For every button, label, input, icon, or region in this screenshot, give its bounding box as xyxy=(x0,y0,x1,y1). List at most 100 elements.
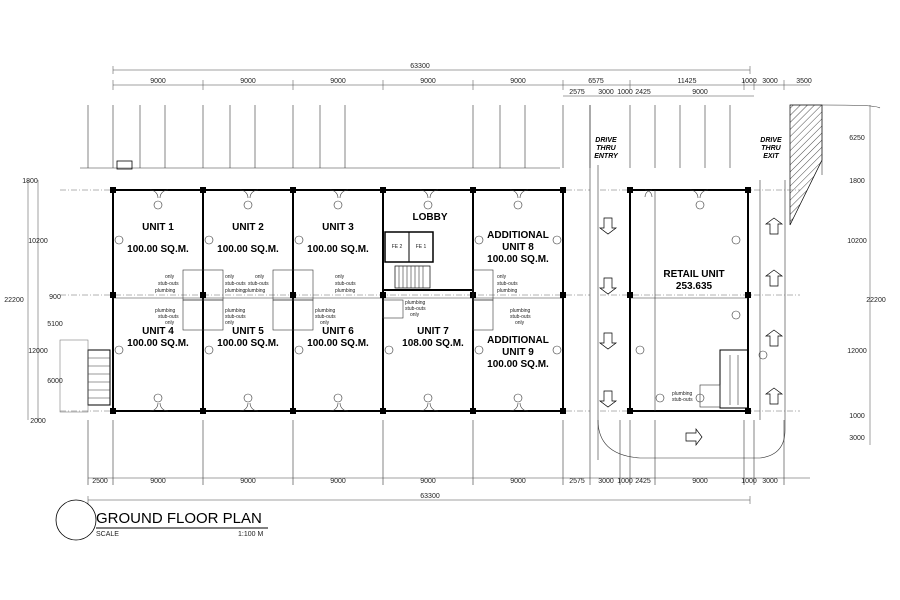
unit-3-area: 100.00 SQ.M. xyxy=(307,244,369,255)
unit-2-name: UNIT 2 xyxy=(232,222,264,233)
dim-right-2: 1800 xyxy=(849,178,865,185)
dim-top-7: 11425 xyxy=(678,78,697,85)
drive-exit-line1: DRIVE xyxy=(760,137,782,144)
fixture-only-8: only xyxy=(320,320,330,326)
unit-9-line2: UNIT 9 xyxy=(502,347,534,358)
dim-right-5: 12000 xyxy=(847,348,867,355)
dim-left-4: 900 xyxy=(49,294,61,301)
dim-overall-bottom: 63300 xyxy=(420,493,440,500)
dim-bottom-8: 3000 xyxy=(598,478,614,485)
unit-7-area: 108.00 SQ.M. xyxy=(402,338,464,349)
scale-label: SCALE xyxy=(96,531,119,538)
fixture-only-9: only xyxy=(410,312,420,318)
fixture-plumbing-5: plumbing xyxy=(497,288,518,294)
dim-left-2: 10200 xyxy=(28,238,48,245)
unit-9-area: 100.00 SQ.M. xyxy=(487,359,549,370)
drive-exit-line3: EXIT xyxy=(763,153,779,160)
unit-8-area: 100.00 SQ.M. xyxy=(487,254,549,265)
unit-labels: UNIT 1 100.00 SQ.M. UNIT 2 100.00 SQ.M. … xyxy=(127,212,549,370)
main-building xyxy=(59,187,590,414)
dim-left-5: 5100 xyxy=(47,321,63,328)
fixture-only-5: only xyxy=(497,274,507,280)
retail-unit-area: 253.635 xyxy=(676,281,713,292)
fixture-stub-2: stub-outs xyxy=(225,281,246,287)
fixture-only-10: only xyxy=(515,320,525,326)
retail-plumbing: plumbing xyxy=(672,391,693,397)
dim-bottom-7: 2575 xyxy=(569,478,585,485)
dim-left-8: 2000 xyxy=(30,418,46,425)
fixture-plumbing-10: plumbing xyxy=(510,308,531,314)
unit-2-area: 100.00 SQ.M. xyxy=(217,244,279,255)
drive-thru-entry-label: DRIVE THRU ENTRY xyxy=(594,137,619,160)
dim-top-sub-2: 3000 xyxy=(598,89,614,96)
scale-value: 1:100 M xyxy=(238,531,263,538)
fixture-stub-1: stub-outs xyxy=(158,281,179,287)
retail-unit-name: RETAIL UNIT xyxy=(663,269,724,280)
dim-bottom-5: 9000 xyxy=(420,478,436,485)
dim-bottom-13: 3000 xyxy=(762,478,778,485)
fire-extinguisher-labels: FE 2 FE 1 xyxy=(392,244,427,250)
unit-4-area: 100.00 SQ.M. xyxy=(127,338,189,349)
retail-stub-outs: stub-outs xyxy=(672,397,693,403)
dim-left-1: 1800 xyxy=(22,178,38,185)
unit-6-name: UNIT 6 xyxy=(322,326,354,337)
dim-bottom-3: 9000 xyxy=(240,478,256,485)
unit-5-name: UNIT 5 xyxy=(232,326,264,337)
fixture-plumbing-2: plumbing xyxy=(225,288,246,294)
fixture-stub-10: stub-outs xyxy=(510,314,531,320)
unit-1-area: 100.00 SQ.M. xyxy=(127,244,189,255)
unit-8-line2: UNIT 8 xyxy=(502,242,534,253)
right-dimensions: 6250 1800 10200 22200 12000 1000 3000 xyxy=(847,105,886,445)
unit-1-name: UNIT 1 xyxy=(142,222,174,233)
fixture-only-6: only xyxy=(165,320,175,326)
dim-left-3: 22200 xyxy=(4,297,24,304)
fixture-only-7: only xyxy=(225,320,235,326)
fixture-only-1: only xyxy=(165,274,175,280)
drive-thru-exit-label: DRIVE THRU EXIT xyxy=(760,137,782,160)
dim-top-1: 9000 xyxy=(150,78,166,85)
fixture-stub-5: stub-outs xyxy=(497,281,518,287)
unit-7-name: UNIT 7 xyxy=(417,326,449,337)
hatched-area xyxy=(789,104,881,226)
section-marker xyxy=(55,499,97,541)
dim-top-sub-5: 9000 xyxy=(692,89,708,96)
unit-5-area: 100.00 SQ.M. xyxy=(217,338,279,349)
fixture-stub-9: stub-outs xyxy=(405,306,426,312)
fixture-labels: only stub-outs plumbing only stub-outs p… xyxy=(155,274,531,326)
unit-9-line1: ADDITIONAL xyxy=(487,335,549,346)
dim-top-8: 1000 xyxy=(741,78,757,85)
drive-entry-line1: DRIVE xyxy=(595,137,617,144)
bottom-dimensions: 2500 9000 9000 9000 9000 9000 2575 3000 … xyxy=(87,420,810,504)
dim-left-6: 12000 xyxy=(28,348,48,355)
dim-right-4: 22200 xyxy=(866,297,886,304)
left-dimensions: 1800 10200 22200 900 5100 12000 6000 200… xyxy=(4,178,63,425)
drive-thru-area xyxy=(589,105,786,460)
fe-2-label: FE 2 xyxy=(392,244,403,250)
title-block: GROUND FLOOR PLAN SCALE 1:100 M xyxy=(55,499,268,541)
dim-bottom-2: 9000 xyxy=(150,478,166,485)
dim-bottom-10: 2425 xyxy=(635,478,651,485)
dim-overall-top: 63300 xyxy=(410,63,430,70)
dim-left-7: 6000 xyxy=(47,378,63,385)
fixture-plumbing-8: plumbing xyxy=(315,308,336,314)
dim-top-9: 3000 xyxy=(762,78,778,85)
unit-4-name: UNIT 4 xyxy=(142,326,174,337)
drawing-title: GROUND FLOOR PLAN xyxy=(96,510,262,527)
fixture-plumbing-9: plumbing xyxy=(405,300,426,306)
fixture-only-4: only xyxy=(335,274,345,280)
dim-bottom-11: 9000 xyxy=(692,478,708,485)
dim-top-5: 9000 xyxy=(510,78,526,85)
dim-top-10: 3500 xyxy=(796,78,812,85)
extension-lines-top xyxy=(87,105,731,168)
dim-top-4: 9000 xyxy=(420,78,436,85)
fixture-plumbing-4: plumbing xyxy=(335,288,356,294)
drive-exit-line2: THRU xyxy=(761,145,781,152)
dim-bottom-1: 2500 xyxy=(92,478,108,485)
dim-right-1: 6250 xyxy=(849,135,865,142)
dim-right-6: 1000 xyxy=(849,413,865,420)
unit-8-line1: ADDITIONAL xyxy=(487,230,549,241)
dim-top-sub-4: 2425 xyxy=(635,89,651,96)
unit-6-area: 100.00 SQ.M. xyxy=(307,338,369,349)
fixture-plumbing-3: plumbing xyxy=(245,288,266,294)
fixture-plumbing-1: plumbing xyxy=(155,288,176,294)
